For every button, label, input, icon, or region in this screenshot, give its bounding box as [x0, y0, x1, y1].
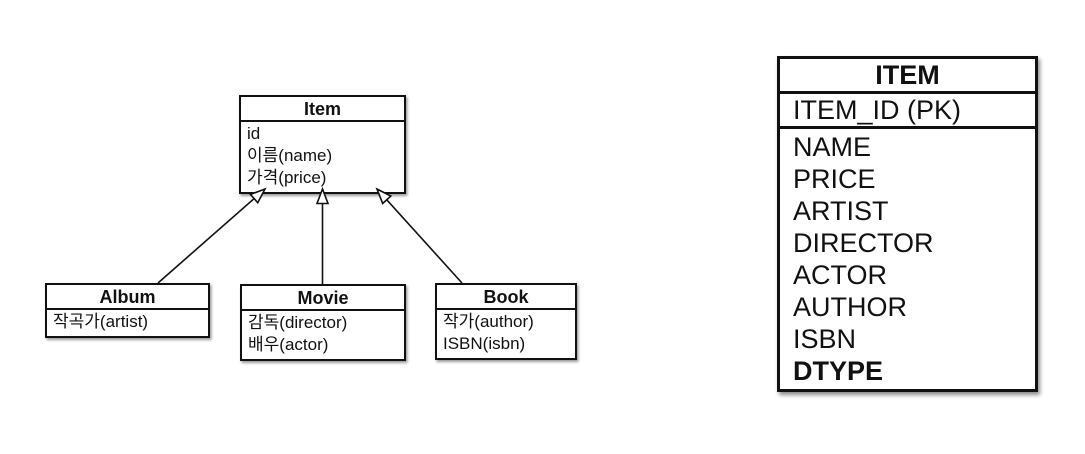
- class-box-album: Album 작곡가(artist): [45, 283, 210, 338]
- db-table-item: ITEM ITEM_ID (PK) NAME PRICE ARTIST DIRE…: [777, 56, 1038, 392]
- db-column-name: AUTHOR: [793, 292, 907, 322]
- db-column-name: DIRECTOR: [793, 228, 934, 258]
- db-table-name: ITEM: [780, 59, 1035, 94]
- db-column-name: ARTIST: [793, 196, 889, 226]
- class-attributes-book: 작가(author) ISBN(isbn): [437, 310, 575, 358]
- class-attributes-item: id 이름(name) 가격(price): [241, 122, 404, 192]
- class-attribute: 작가(author): [443, 312, 534, 331]
- db-column-list: NAME PRICE ARTIST DIRECTOR ACTOR AUTHOR …: [780, 129, 1035, 389]
- class-box-item: Item id 이름(name) 가격(price): [239, 95, 406, 194]
- class-title-book: Book: [437, 285, 575, 310]
- class-attribute: 가격(price): [247, 168, 327, 187]
- db-column-name: NAME: [793, 132, 872, 162]
- class-box-movie: Movie 감독(director) 배우(actor): [240, 284, 406, 361]
- class-attribute: id: [247, 124, 261, 143]
- db-column-name: ISBN: [793, 324, 857, 354]
- db-dtype-column: DTYPE: [793, 356, 884, 386]
- class-box-book: Book 작가(author) ISBN(isbn): [435, 283, 577, 360]
- db-column-name: ACTOR: [793, 260, 888, 290]
- class-title-movie: Movie: [242, 286, 404, 311]
- class-attributes-movie: 감독(director) 배우(actor): [242, 311, 404, 359]
- generalization-arrow-book-to-item: [377, 189, 463, 284]
- class-attribute: ISBN(isbn): [443, 334, 526, 353]
- class-attribute: 이름(name): [247, 146, 333, 165]
- class-title-album: Album: [47, 285, 208, 310]
- db-column-name: PRICE: [793, 164, 876, 194]
- generalization-arrow-album-to-item: [157, 189, 265, 284]
- db-pk-column: ITEM_ID (PK): [780, 94, 1035, 129]
- class-title-item: Item: [241, 97, 404, 122]
- class-attribute: 배우(actor): [248, 335, 329, 354]
- class-attributes-album: 작곡가(artist): [47, 310, 208, 336]
- class-attribute: 감독(director): [248, 313, 348, 332]
- class-attribute: 작곡가(artist): [53, 312, 149, 331]
